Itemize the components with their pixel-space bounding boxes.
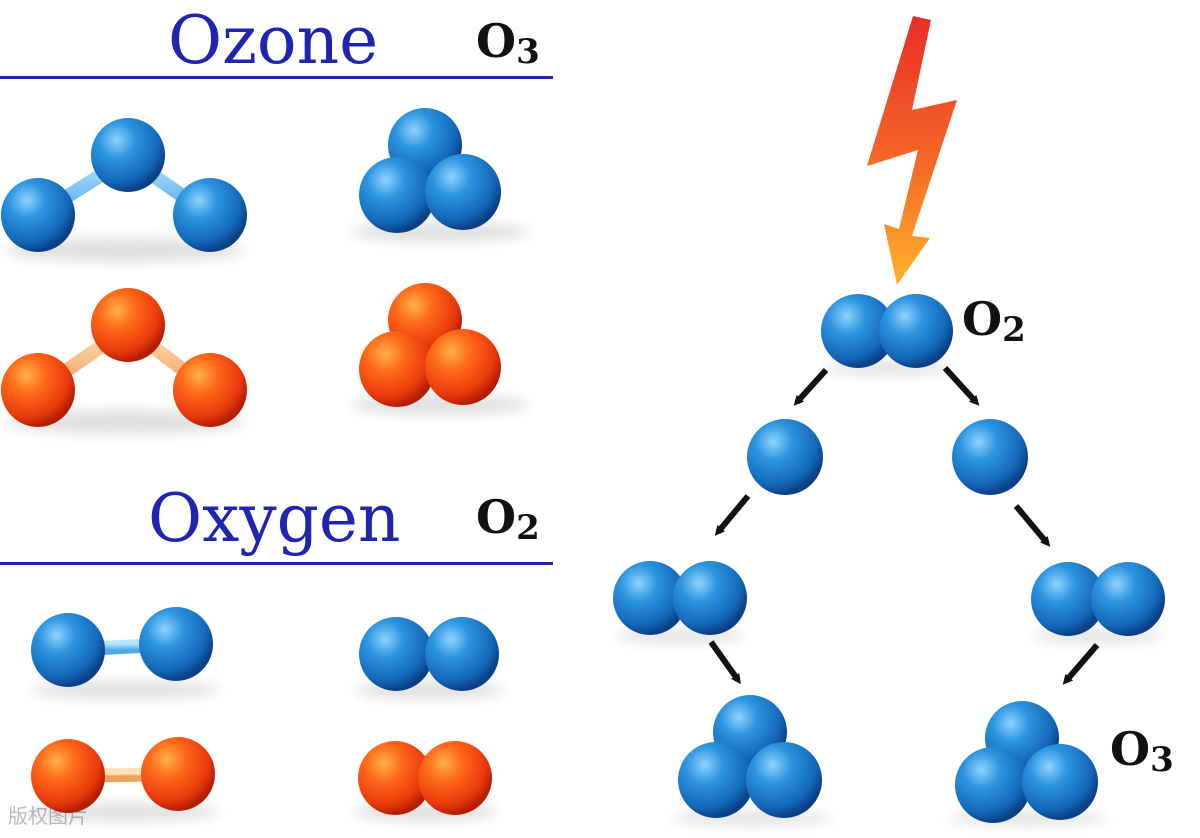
reaction-o2-symbol: O: [962, 292, 1003, 346]
oxygen-blue-ball-stick-model: [30, 607, 220, 699]
reaction-left-o3-molecule: [672, 695, 832, 826]
oxygen-divider: [0, 562, 553, 565]
arrow-bottom-right: [1062, 643, 1100, 685]
reaction-right-o3-molecule: [948, 701, 1108, 826]
arrow-mid-right: [1013, 504, 1051, 547]
ozone-red-ball-stick-model: [1, 288, 247, 434]
reaction-arrows: [708, 365, 1100, 685]
arrow-bottom-left: [708, 640, 741, 685]
oxygen-formula-symbol: O: [476, 490, 517, 544]
oxygen-title: Oxygen: [148, 480, 401, 557]
ozone-red-space-filling-model: [350, 283, 530, 415]
oxygen-formula: O2: [476, 494, 540, 545]
reaction-right-o2-molecule: [1031, 562, 1165, 644]
arrow-top-right: [942, 365, 980, 406]
reaction-left-atom: [747, 419, 823, 495]
reaction-left-o2-molecule: [613, 561, 747, 644]
reaction-o2-label: O2: [962, 296, 1026, 347]
arrow-top-left: [793, 367, 829, 406]
oxygen-formula-subscript: 2: [516, 508, 540, 548]
reaction-o3-label: O3: [1110, 726, 1174, 777]
oxygen-red-ball-stick-model: [30, 737, 220, 821]
reaction-o3-symbol: O: [1110, 722, 1151, 776]
reaction-o3-subscript: 3: [1150, 740, 1174, 780]
reaction-o2-molecule: [821, 294, 953, 376]
ozone-formula-symbol: O: [476, 14, 517, 68]
ozone-blue-ball-stick-model: [1, 118, 247, 262]
oxygen-blue-space-filling-model: [355, 617, 505, 699]
oxygen-red-space-filling-model: [353, 741, 497, 821]
arrow-mid-left: [714, 494, 751, 536]
ozone-divider: [0, 76, 553, 79]
ozone-title: Ozone: [168, 2, 379, 79]
lightning-bolt-icon: [867, 16, 957, 285]
reaction-o2-subscript: 2: [1002, 310, 1026, 350]
ozone-blue-space-filling-model: [350, 108, 530, 242]
ozone-formula-subscript: 3: [516, 32, 540, 72]
reaction-right-atom: [952, 419, 1028, 495]
ozone-formula: O3: [476, 18, 540, 69]
